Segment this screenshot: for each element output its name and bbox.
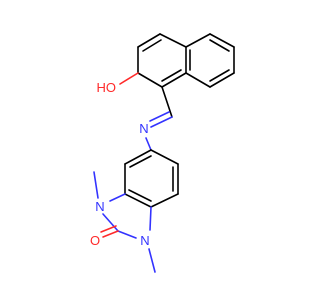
bond: [124, 193, 152, 208]
naphthalene-left-ring: [137, 33, 187, 88]
bond: [150, 149, 179, 165]
bond: [129, 155, 152, 168]
bond: [161, 72, 187, 88]
bond: [142, 39, 162, 52]
bond-c-o-double: [100, 225, 117, 233]
hydroxyl-group: HO: [97, 72, 139, 95]
imidazolone-ring: N N O: [90, 171, 156, 273]
bond-c-ch: [161, 86, 173, 118]
methyl-bond-upper: [93, 171, 99, 199]
carbonyl-o-label: O: [90, 233, 100, 248]
bond: [149, 206, 152, 231]
bond: [124, 149, 152, 165]
bond-ch-n-double: [149, 111, 170, 122]
ring-n-lower-label: N: [140, 233, 149, 248]
bond-ch-n: [150, 116, 173, 128]
methyl-bond-lower: [148, 248, 156, 273]
ring-n-upper-label: N: [95, 199, 104, 214]
molecule-canvas: HO N N N O: [90, 33, 235, 273]
bond: [137, 72, 163, 88]
bond: [209, 33, 235, 48]
bond: [161, 69, 182, 82]
bond: [117, 230, 137, 239]
bond-c-o: [102, 230, 119, 238]
bond: [150, 193, 179, 208]
bond: [109, 193, 126, 202]
bond: [102, 213, 119, 232]
molecule-structure: HO N N N O: [90, 33, 235, 273]
bond: [128, 189, 152, 202]
bond-c-o: [119, 72, 139, 85]
bond: [209, 72, 235, 88]
bond: [209, 69, 230, 82]
bond: [185, 72, 211, 88]
bond: [185, 33, 211, 48]
imine-linker: N: [139, 86, 173, 151]
bond: [137, 33, 161, 48]
hydroxyl-label: HO: [97, 80, 117, 95]
naphthalene-right-ring: [185, 33, 235, 88]
bond: [159, 33, 187, 48]
benzene-ring: [124, 149, 179, 208]
bond: [209, 39, 230, 52]
bond-n-aryl: [145, 137, 152, 151]
imine-n-label: N: [139, 121, 148, 136]
